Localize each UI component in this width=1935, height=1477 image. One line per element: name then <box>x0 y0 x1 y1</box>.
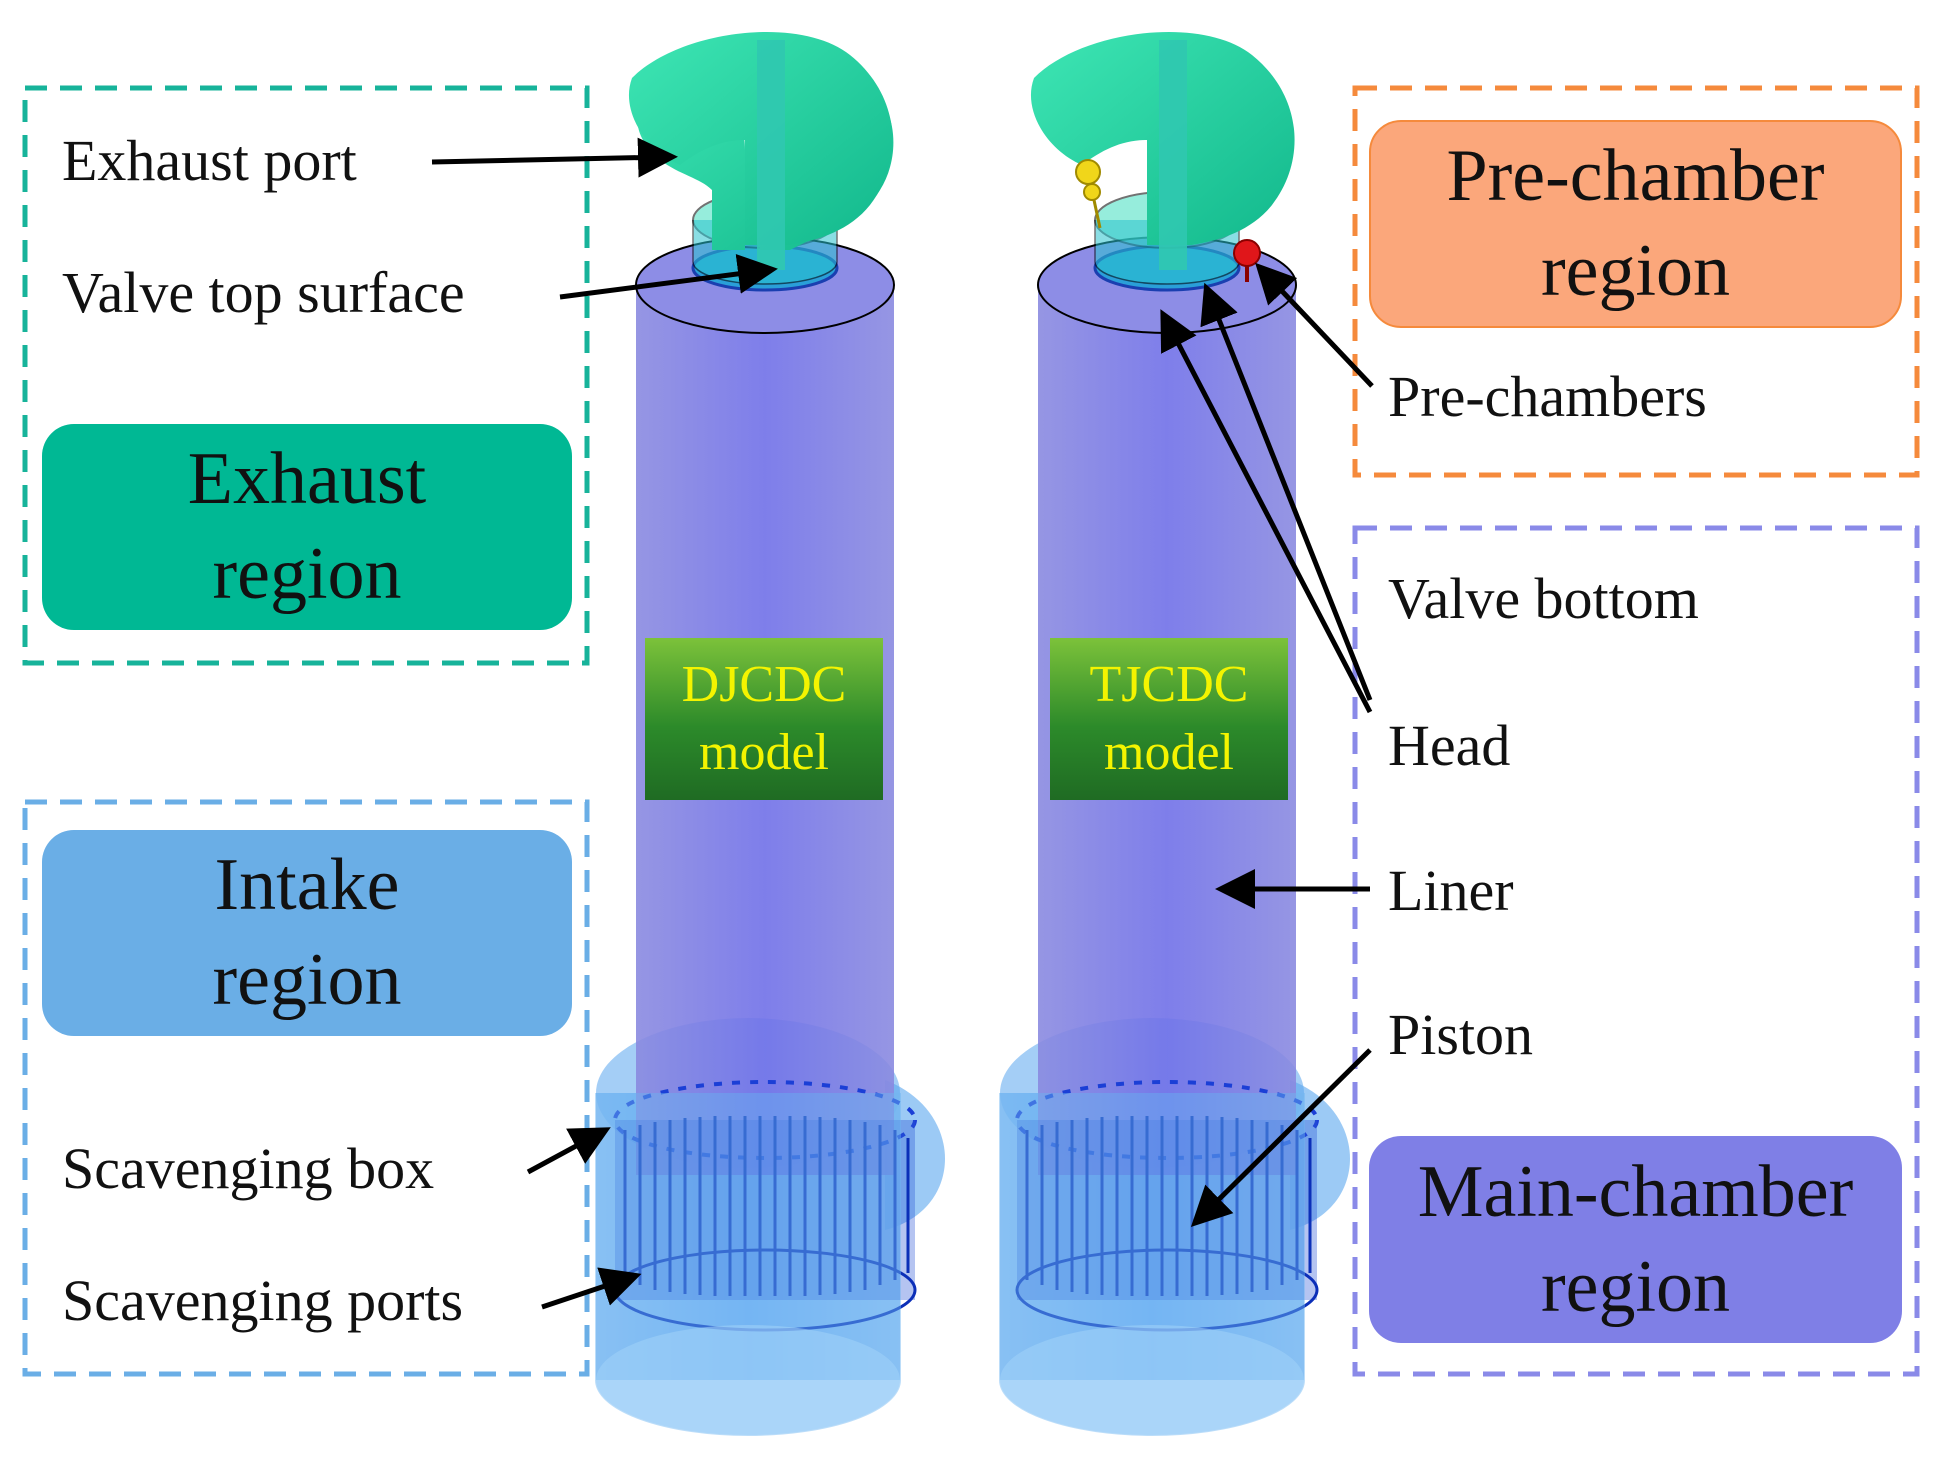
pre-chamber-region-frame <box>1352 85 1920 478</box>
arrow-valve-top-surface <box>559 254 778 300</box>
left-model-label: DJCDC model <box>645 638 883 800</box>
red-pre-chamber <box>1233 239 1261 267</box>
pre-chamber-region-line1: Pre-chamber <box>1446 135 1825 218</box>
exhaust-region-frame <box>22 85 590 666</box>
right-model-line1: TJCDC <box>1089 656 1249 714</box>
label-scavenging-ports: Scavenging ports <box>62 1268 464 1333</box>
arrow-head <box>1160 309 1373 714</box>
left-model-line1: DJCDC <box>681 656 847 714</box>
left-model-line2: model <box>699 724 829 781</box>
right-model-line2: model <box>1104 724 1234 781</box>
pre-chamber-region-line2: region <box>1540 230 1731 312</box>
yellow-pre-chamber <box>1075 159 1101 185</box>
pre-chamber-region-box: Pre-chamber region <box>1369 120 1902 328</box>
intake-region-line2: region <box>212 939 402 1021</box>
label-valve-top-surface: Valve top surface <box>62 260 465 325</box>
label-scavenging-box: Scavenging box <box>62 1136 435 1201</box>
label-piston: Piston <box>1388 1002 1534 1067</box>
arrow-exhaust-port <box>431 137 678 178</box>
main-chamber-region-line1: Main-chamber <box>1417 1150 1854 1233</box>
arrow-valve-bottom <box>1200 282 1373 701</box>
intake-region-box: Intake region <box>42 830 572 1036</box>
label-pre-chambers: Pre-chambers <box>1388 364 1707 429</box>
main-chamber-region-frame <box>1352 525 1920 1377</box>
label-exhaust-port: Exhaust port <box>62 128 357 193</box>
label-head: Head <box>1388 713 1511 778</box>
arrow-scavenging-ports <box>541 1267 642 1310</box>
exhaust-region-box: Exhaust region <box>42 424 572 630</box>
arrow-pre-chambers <box>1255 262 1374 388</box>
exhaust-region-line1: Exhaust <box>187 438 427 521</box>
intake-region-line1: Intake <box>214 844 400 927</box>
arrow-piston <box>1190 1048 1372 1228</box>
main-chamber-region-box: Main-chamber region <box>1369 1136 1902 1343</box>
main-chamber-region-line2: region <box>1540 1245 1731 1328</box>
right-model-label: TJCDC model <box>1050 638 1288 800</box>
exhaust-region-line2: region <box>212 533 402 615</box>
label-valve-bottom: Valve bottom <box>1388 566 1699 631</box>
arrow-scavenging-box <box>526 1127 611 1175</box>
label-liner: Liner <box>1388 858 1514 923</box>
intake-region-frame <box>22 799 590 1377</box>
